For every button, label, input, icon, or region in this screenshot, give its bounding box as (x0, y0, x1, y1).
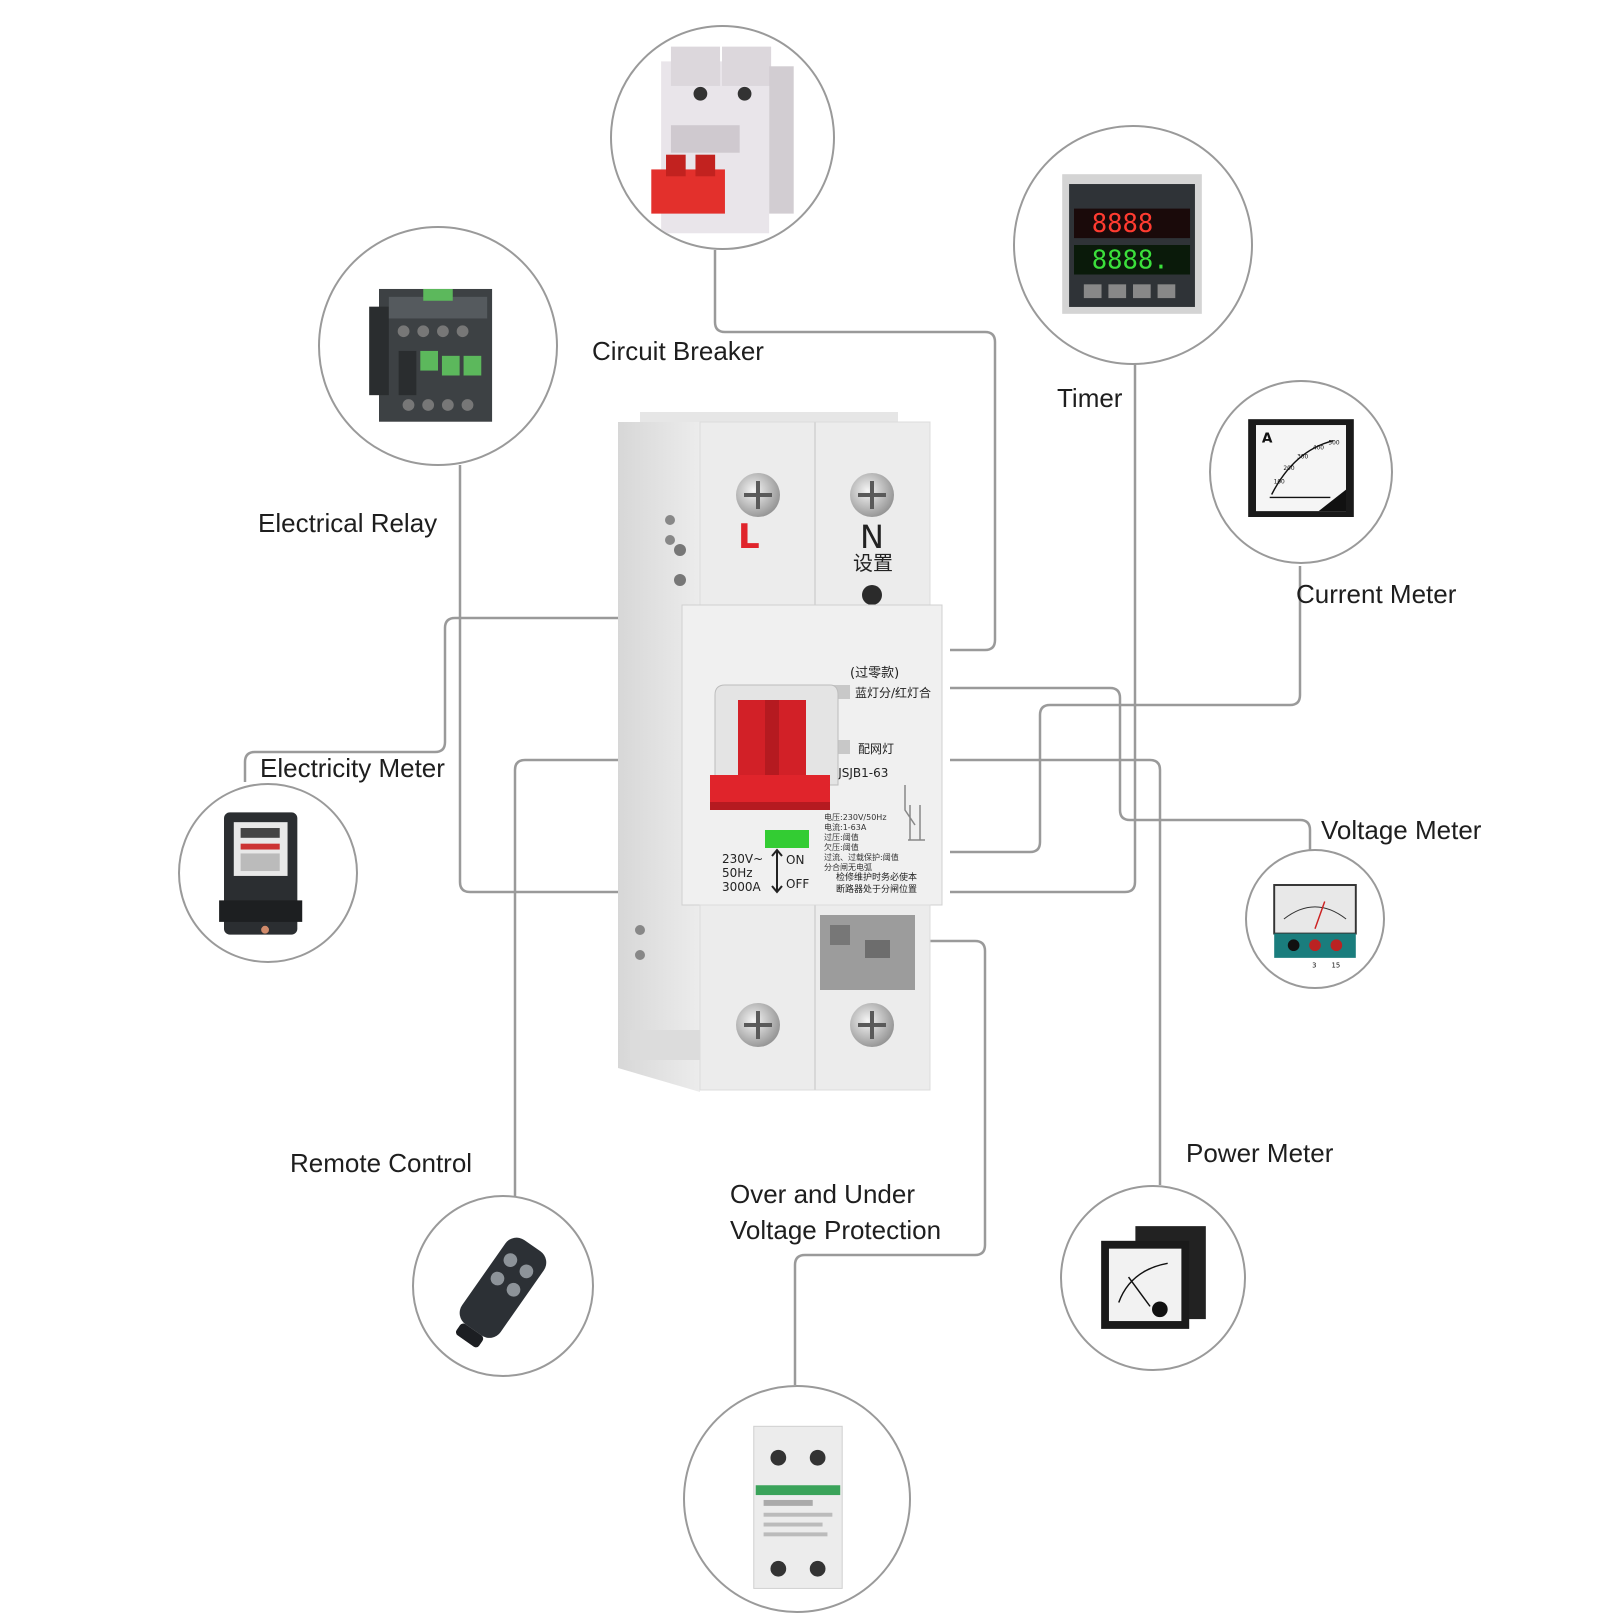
terminal-l-label: L (738, 517, 760, 557)
line-over-under (793, 939, 987, 1385)
label-over-under-line1: Over and Under (730, 1179, 915, 1209)
ammeter-scale-2: 200 (1283, 466, 1294, 472)
electricity-meter-icon (219, 812, 303, 935)
current-meter-circle: A 100 200 300 400 500 (1209, 380, 1393, 564)
ammeter-scale-4: 400 (1313, 446, 1324, 452)
network-light-label: 配网灯 (858, 742, 894, 756)
spec-voltage: 230V~ (722, 852, 763, 866)
line-electricity-meter (243, 616, 622, 782)
over-under-voltage-circle (683, 1385, 911, 1613)
smart-breaker-device: L N 设置 (过零款) 蓝灯分/红灯合 配网灯 ZJSJB1-63 230V~… (618, 412, 943, 1092)
remote-control-icon (455, 1237, 547, 1348)
electrical-relay-circle (318, 226, 558, 466)
setting-label: 设置 (853, 551, 893, 575)
ammeter-scale-1: 100 (1274, 480, 1285, 486)
param-2: 电流:1-63A (824, 822, 867, 832)
voltmeter-range-1: 3 (1312, 962, 1316, 970)
timer-circle: 8888 8888. (1013, 125, 1253, 365)
circuit-breaker-icon (651, 46, 794, 234)
param-6: 分合闸无电弧 (824, 862, 872, 872)
label-electrical-relay: Electrical Relay (258, 508, 438, 538)
line-timer (950, 358, 1137, 894)
label-over-under-line2: Voltage Protection (730, 1215, 942, 1245)
terminal-n-label: N (860, 518, 884, 556)
zero-crossing-label: (过零款) (850, 666, 899, 681)
ammeter-icon: A 100 200 300 400 500 (1248, 419, 1354, 517)
voltage-protector-icon (753, 1425, 843, 1589)
label-power-meter: Power Meter (1186, 1138, 1334, 1168)
relay-icon (369, 288, 493, 422)
voltmeter-icon: 3 15 (1273, 884, 1357, 970)
off-label: OFF (786, 877, 809, 891)
param-3: 过压:阈值 (824, 832, 859, 842)
line-circuit-breaker (713, 250, 997, 652)
setting-button (862, 585, 882, 605)
label-timer: Timer (1057, 383, 1123, 413)
label-electricity-meter: Electricity Meter (260, 753, 445, 783)
spec-breaking: 3000A (722, 880, 762, 894)
warning-2: 断路器处于分闸位置 (836, 883, 917, 895)
electricity-meter-circle (178, 783, 358, 963)
timer-digits-bottom: 8888. (1092, 246, 1169, 276)
line-current-meter (950, 566, 1302, 854)
warning-1: 检修维护时务必使本 (836, 871, 917, 883)
spec-frequency: 50Hz (722, 866, 753, 880)
param-4: 欠压:阈值 (824, 842, 859, 852)
remote-control-circle (412, 1195, 594, 1377)
label-voltage-meter: Voltage Meter (1321, 815, 1482, 845)
voltage-meter-circle: 3 15 (1245, 849, 1385, 989)
indicator-label: 蓝灯分/红灯合 (855, 685, 931, 700)
ammeter-letter: A (1262, 431, 1273, 447)
label-remote-control: Remote Control (290, 1148, 473, 1178)
line-remote-control (513, 758, 622, 1205)
line-power-meter (950, 758, 1162, 1185)
line-electrical-relay (458, 465, 622, 894)
line-voltage-meter (950, 686, 1312, 850)
model-label: ZJSJB1-63 (830, 766, 888, 780)
ammeter-scale-5: 500 (1328, 441, 1339, 447)
voltmeter-range-2: 15 (1332, 962, 1341, 970)
timer-icon: 8888 8888. (1062, 174, 1202, 314)
power-meter-icon (1101, 1226, 1206, 1329)
on-label: ON (786, 853, 804, 867)
label-circuit-breaker: Circuit Breaker (592, 336, 764, 366)
param-5: 过流、过载保护:阈值 (824, 852, 899, 862)
power-meter-circle (1060, 1185, 1246, 1371)
label-current-meter: Current Meter (1296, 579, 1457, 609)
status-indicator (765, 830, 809, 848)
param-1: 电压:230V/50Hz (824, 812, 887, 822)
timer-digits-top: 8888 (1092, 209, 1154, 239)
ammeter-scale-3: 300 (1297, 454, 1308, 460)
circuit-breaker-circle (610, 25, 835, 250)
